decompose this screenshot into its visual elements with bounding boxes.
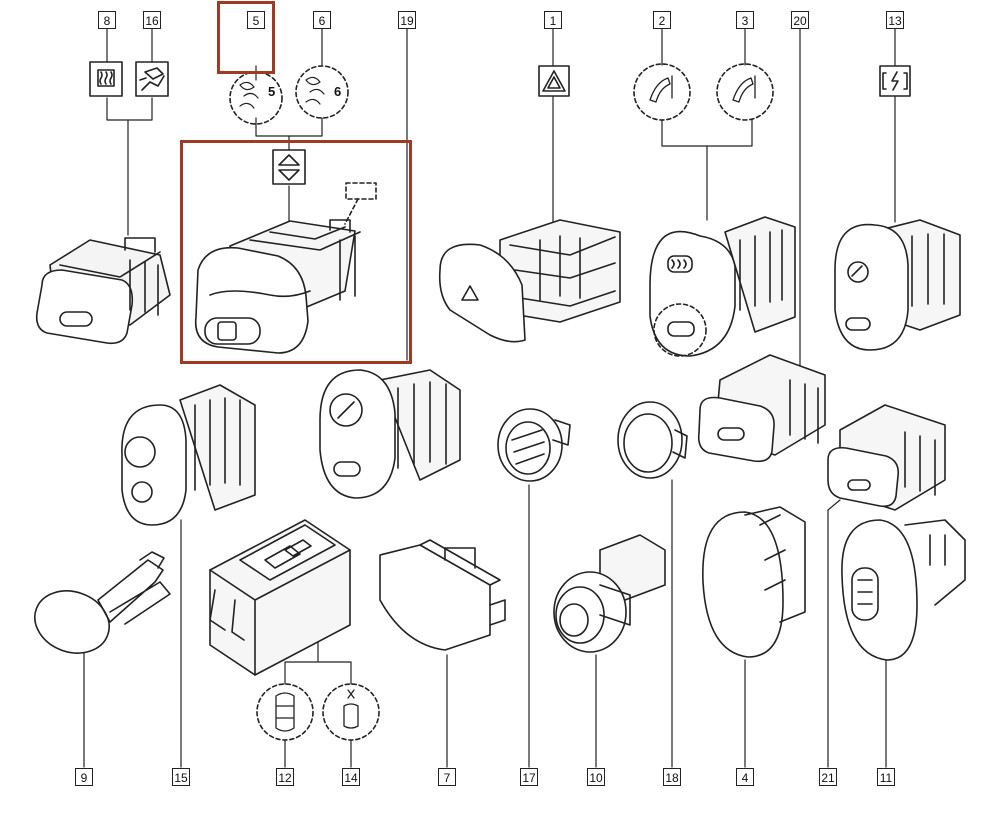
seat-heater-icon-2 bbox=[633, 63, 691, 121]
callout-12: 12 bbox=[276, 768, 294, 786]
rear-wiper-icon-6 bbox=[295, 65, 349, 119]
mirror-defrost-icon bbox=[879, 65, 911, 97]
switch-body-15 bbox=[121, 384, 256, 526]
callout-16: 16 bbox=[143, 11, 161, 29]
rear-wiper-label-6: 6 bbox=[334, 84, 341, 99]
switch-body-10 bbox=[553, 534, 666, 653]
switch-body-7 bbox=[379, 539, 506, 651]
callout-21: 21 bbox=[819, 768, 837, 786]
callout-13: 13 bbox=[886, 11, 904, 29]
callout-2: 2 bbox=[653, 11, 671, 29]
callout-7: 7 bbox=[438, 768, 456, 786]
callout-11: 11 bbox=[877, 768, 895, 786]
callout-17: 17 bbox=[520, 768, 538, 786]
switch-body-18 bbox=[617, 401, 688, 479]
switch-body-9 bbox=[34, 551, 171, 654]
callout-5: 5 bbox=[247, 11, 265, 29]
switch-body-8 bbox=[35, 237, 171, 345]
callout-8: 8 bbox=[98, 11, 116, 29]
highlight-box-5-label bbox=[217, 1, 275, 74]
switch-body-21 bbox=[827, 404, 946, 511]
switch-body-2 bbox=[649, 216, 796, 357]
switch-body-17 bbox=[497, 408, 571, 482]
switch-body-11 bbox=[841, 519, 966, 661]
callout-19: 19 bbox=[398, 11, 416, 29]
hazard-warning-icon bbox=[538, 65, 570, 97]
window-up-down-icon bbox=[272, 149, 306, 185]
car-top-view-icon-12 bbox=[256, 683, 314, 741]
callout-18: 18 bbox=[663, 768, 681, 786]
callout-9: 9 bbox=[75, 768, 93, 786]
callout-15: 15 bbox=[172, 768, 190, 786]
switch-body-5 bbox=[194, 219, 361, 354]
switch-body-12 bbox=[209, 519, 351, 676]
callout-10: 10 bbox=[587, 768, 605, 786]
car-top-view-icon-14 bbox=[322, 683, 380, 741]
seat-heater-icon-3 bbox=[716, 63, 774, 121]
heated-rear-window-icon bbox=[89, 61, 123, 97]
rear-wiper-label-5: 5 bbox=[268, 84, 275, 99]
callout-3: 3 bbox=[736, 11, 754, 29]
switch-body-1 bbox=[438, 219, 621, 343]
leader-lines bbox=[83, 27, 896, 768]
callout-14: 14 bbox=[342, 768, 360, 786]
callout-20: 20 bbox=[791, 11, 809, 29]
switch-body-19 bbox=[319, 369, 461, 499]
switch-body-20 bbox=[697, 354, 826, 463]
highlight-box-5-part bbox=[180, 140, 412, 364]
callout-1: 1 bbox=[544, 11, 562, 29]
switch-body-4 bbox=[702, 506, 806, 658]
switch-body-13 bbox=[834, 219, 961, 351]
door-lock-icon bbox=[135, 61, 169, 97]
callout-4: 4 bbox=[736, 768, 754, 786]
callout-6: 6 bbox=[313, 11, 331, 29]
